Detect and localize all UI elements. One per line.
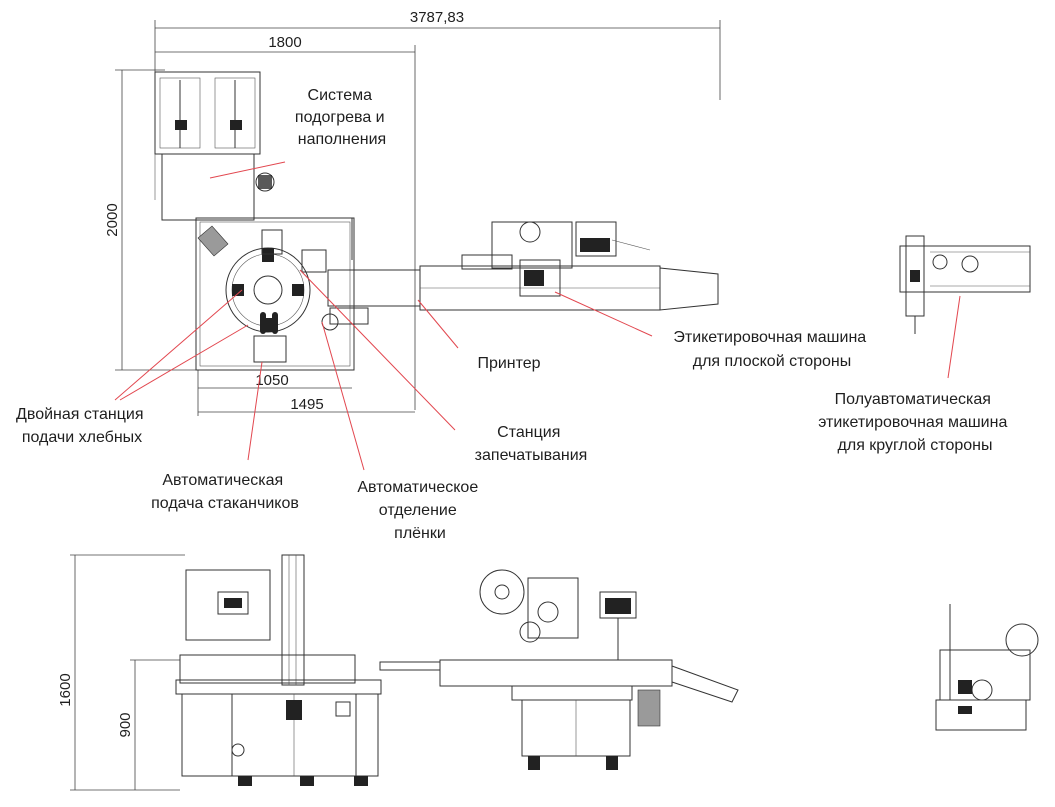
rotary-base-dimension: 1050 (198, 372, 352, 389)
overall-height-value: 1600 (57, 673, 74, 706)
label-double-station: Двойная станция подачи хлебных (16, 406, 148, 446)
top-depth-value: 2000 (104, 203, 121, 236)
rotary-frame-dimension: 1495 (197, 370, 415, 416)
label-flat-labeler: Этикетировочная машина для плоской сторо… (673, 329, 870, 370)
top-width-dimension: 1800 (155, 34, 416, 410)
label-printer: Принтер (477, 355, 540, 372)
table-height-dimension: 900 (117, 659, 180, 790)
table-height-value: 900 (117, 712, 134, 737)
rotary-station (195, 217, 369, 371)
top-depth-dimension: 2000 (104, 69, 200, 371)
round-labeler-top (899, 235, 1031, 334)
round-labeler-side (935, 604, 1039, 731)
label-film-separation: Автоматическое отделение плёнки (357, 479, 482, 542)
heating-filling-unit (154, 71, 275, 221)
filling-machine-side (175, 554, 382, 786)
flat-labeler-side (379, 569, 739, 770)
overall-length-value: 3787,83 (410, 9, 464, 26)
conveyor-top (327, 265, 719, 311)
overall-height-dimension: 1600 (57, 554, 185, 791)
top-width-value: 1800 (268, 34, 301, 51)
label-sealing-station: Станция запечатывания (475, 424, 588, 464)
rotary-base-value: 1050 (255, 372, 288, 389)
label-heating-filling-system: Система подогрева и наполнения (295, 87, 389, 148)
overall-length-dimension: 3787,83 (154, 9, 721, 100)
label-cup-feed: Автоматическая подача стаканчиков (151, 472, 299, 512)
leader-lines (114, 161, 961, 471)
flat-labeler-top (461, 221, 651, 297)
label-round-labeler: Полуавтоматическая этикетировочная машин… (818, 391, 1012, 454)
rotary-frame-value: 1495 (290, 396, 323, 413)
